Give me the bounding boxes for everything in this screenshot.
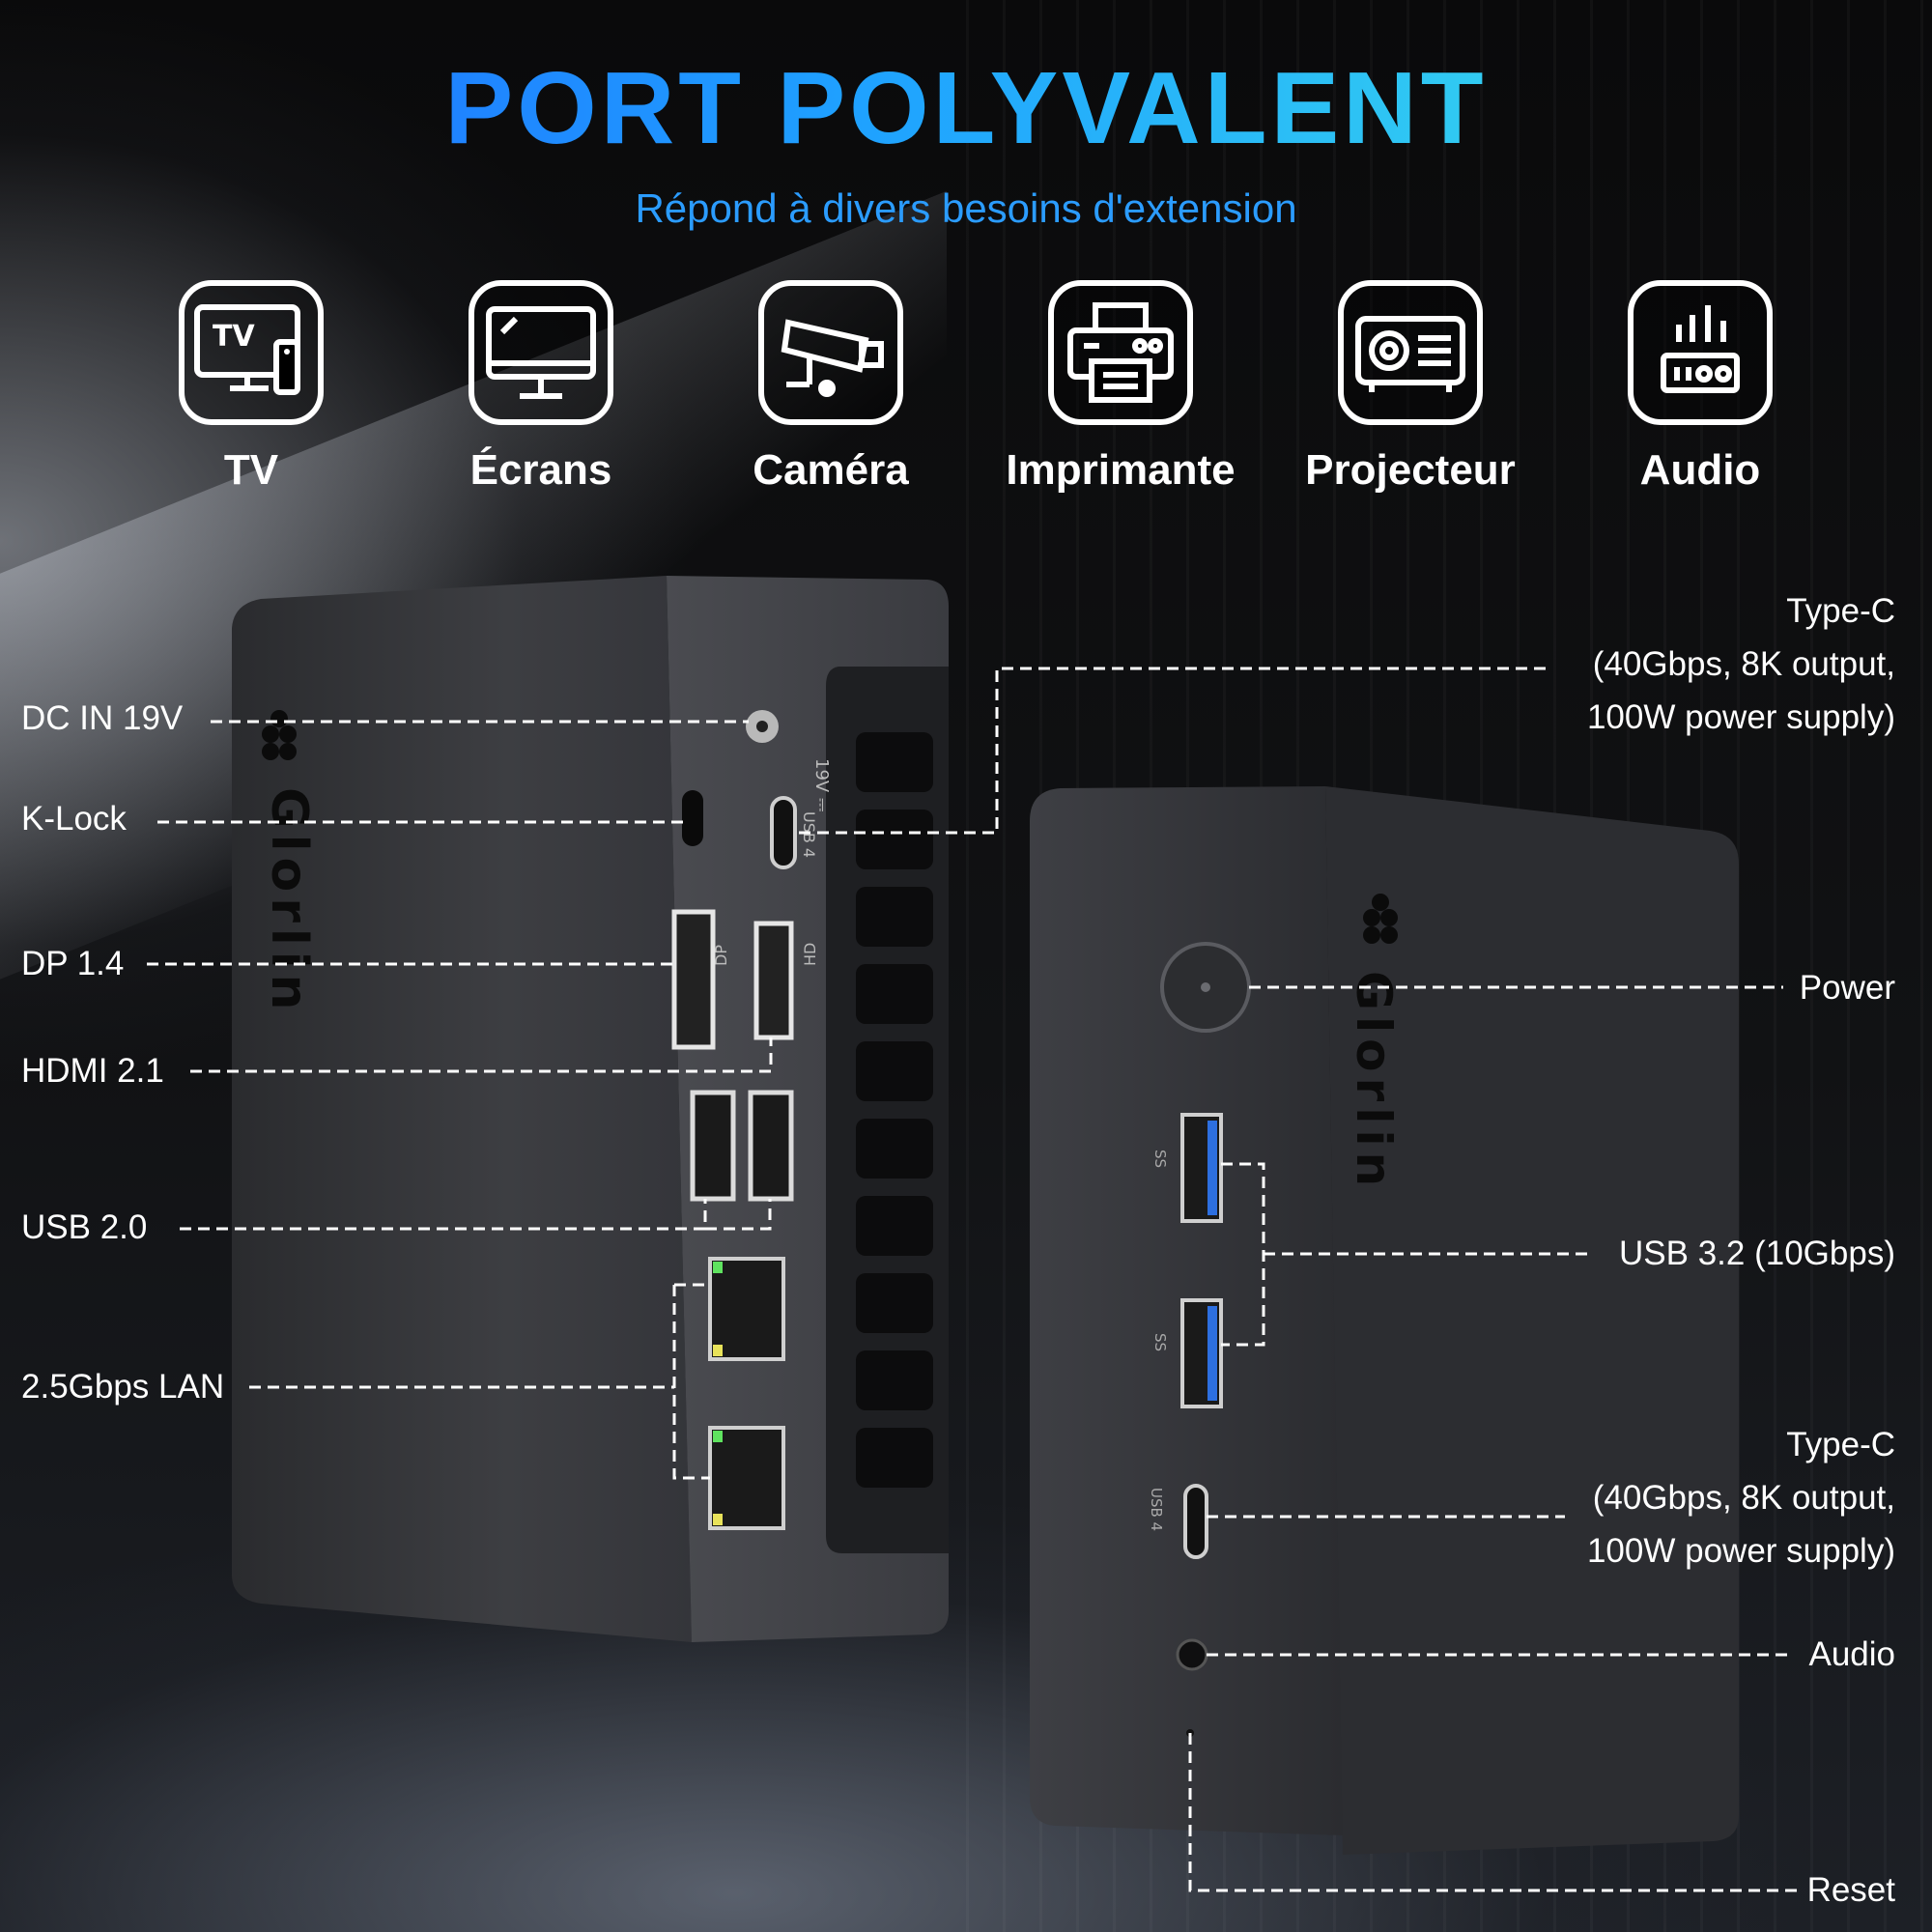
displayport — [671, 909, 716, 1050]
device-camera: Caméra — [686, 280, 976, 495]
device-projector: Projecteur — [1265, 280, 1555, 495]
label-typec-front: Type-C (40Gbps, 8K output, 100W power su… — [1586, 1426, 1895, 1570]
lan-port — [708, 1257, 785, 1361]
label-typec-rear: Type-C (40Gbps, 8K output, 100W power su… — [1586, 592, 1895, 736]
mini-pc-front: SS SS USB 4 Glorlin — [1030, 786, 1739, 1855]
label-power: Power — [1799, 969, 1895, 1007]
glorlin-logo-icon — [1363, 894, 1398, 944]
ss-marking: SS — [1151, 1333, 1169, 1351]
label-dc-in: DC IN 19V — [21, 699, 184, 737]
label-usb2: USB 2.0 — [21, 1208, 148, 1246]
label-reset: Reset — [1806, 1871, 1895, 1909]
device-label: Projecteur — [1305, 446, 1516, 494]
dp-marking: DP — [712, 945, 730, 966]
device-label: TV — [223, 446, 279, 494]
hdmi-port — [753, 921, 794, 1040]
printer-icon — [1048, 280, 1193, 425]
projector-icon — [1338, 280, 1483, 425]
usb2-port — [748, 1090, 794, 1202]
brand-text: Glorlin — [260, 787, 318, 1016]
usb4-marking: USB 4 — [800, 811, 818, 858]
audio-jack — [1176, 1638, 1208, 1671]
page-subtitle: Répond à divers besoins d'extension — [635, 185, 1297, 231]
label-usb32: USB 3.2 (10Gbps) — [1619, 1235, 1895, 1272]
vent-grille — [856, 732, 933, 1488]
page-title: PORT POLYVALENT — [0, 50, 1932, 167]
svg-text:TV: TV — [213, 320, 255, 354]
device-label: Caméra — [753, 446, 909, 494]
label-dp: DP 1.4 — [21, 945, 125, 982]
label-lan: 2.5Gbps LAN — [21, 1368, 225, 1406]
ss-marking: SS — [1151, 1150, 1169, 1168]
camera-icon — [758, 280, 903, 425]
device-label: Écrans — [469, 446, 612, 494]
label-k-lock: K-Lock — [21, 800, 127, 838]
k-lock-slot — [682, 790, 703, 846]
usb2-port — [690, 1090, 736, 1202]
label-hdmi: HDMI 2.1 — [21, 1052, 164, 1090]
callout-lines — [147, 667, 1799, 1892]
mini-pc-rear: 19V ⎓ USB 4 DP HD Glorlin — [232, 576, 949, 1642]
brand-text: Glorlin — [1346, 971, 1402, 1192]
audio-mixer-icon — [1628, 280, 1773, 425]
usb4-port-rear — [770, 796, 797, 869]
dc-marking: 19V ⎓ — [811, 758, 832, 811]
device-tv: TV TV — [106, 280, 396, 495]
device-label: Audio — [1639, 446, 1761, 494]
tv-icon: TV — [179, 280, 324, 425]
usb4-marking: USB 4 — [1148, 1488, 1165, 1531]
hdmi-marking: HD — [801, 943, 819, 966]
device-label: Imprimante — [1006, 446, 1236, 494]
lan-port — [708, 1426, 785, 1530]
device-audio: Audio — [1555, 280, 1845, 495]
device-printer: Imprimante — [976, 280, 1265, 495]
monitor-icon — [469, 280, 613, 425]
label-audio: Audio — [1808, 1635, 1895, 1673]
device-monitor: Écrans — [396, 280, 686, 495]
usb4-port-front — [1183, 1484, 1208, 1559]
